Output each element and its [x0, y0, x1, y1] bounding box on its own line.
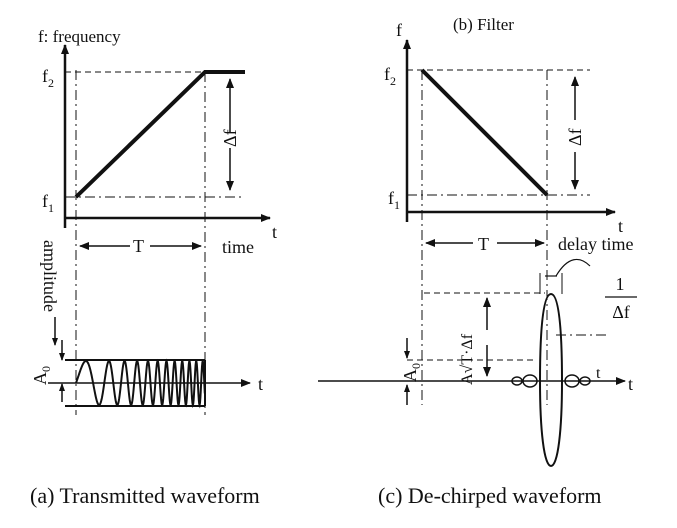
caption-a: (a) Transmitted waveform [30, 483, 260, 508]
filter-line [420, 68, 549, 197]
f2-label: f2 [42, 66, 54, 90]
filter-freq-label: f [396, 20, 402, 40]
delay-time-label: delay time [558, 234, 633, 254]
a0-label: A0 [30, 366, 53, 385]
sidelobe-left-2 [511, 376, 523, 386]
filter-f2-label: f2 [384, 64, 396, 88]
t-axis-label: t [272, 222, 277, 242]
frac-numerator: 1 [616, 274, 625, 294]
filter-t-label: t [618, 216, 623, 236]
panel-a-chirp-plot: Δf f: frequency f2 f1 t time T [38, 27, 277, 415]
main-lobe [538, 292, 564, 468]
sidelobe-right-2 [579, 376, 591, 386]
caption-c: (c) De-chirped waveform [378, 483, 602, 508]
chirp-waveform [75, 358, 206, 409]
panel-b-title: (b) Filter [453, 15, 514, 34]
width-callout-curve [555, 258, 591, 277]
dechirp-a0-label: A0 [400, 363, 423, 382]
sidelobe-left-1 [522, 374, 538, 388]
filter-period-label: T [478, 234, 489, 254]
time-label: time [222, 237, 254, 257]
panel-a-waveform: amplitude A0 t [30, 240, 263, 409]
filter-f1-label: f1 [388, 188, 400, 212]
delta-f-label: Δf [220, 129, 240, 147]
frac-denominator: Δf [612, 302, 630, 322]
dechirp-t-label: t [628, 374, 633, 394]
freq-axis-label: f: frequency [38, 27, 121, 46]
f1-label: f1 [42, 191, 54, 215]
wave-t-label: t [258, 374, 263, 394]
period-label: T [133, 236, 144, 256]
amplitude-label: amplitude [40, 240, 60, 312]
chirp-line [74, 70, 245, 199]
panel-b-filter-plot: (b) Filter f t f2 f1 Δf T delay time [384, 15, 633, 405]
peak-amplitude-label: A√T·Δf [459, 333, 476, 385]
panel-c-dechirped-plot: t t 1 Δf A√T·Δf A0 [318, 258, 637, 468]
sidelobe-right-1 [564, 374, 580, 388]
filter-delta-f-label: Δf [565, 128, 585, 146]
dechirp-inner-t-label: t [596, 365, 601, 382]
